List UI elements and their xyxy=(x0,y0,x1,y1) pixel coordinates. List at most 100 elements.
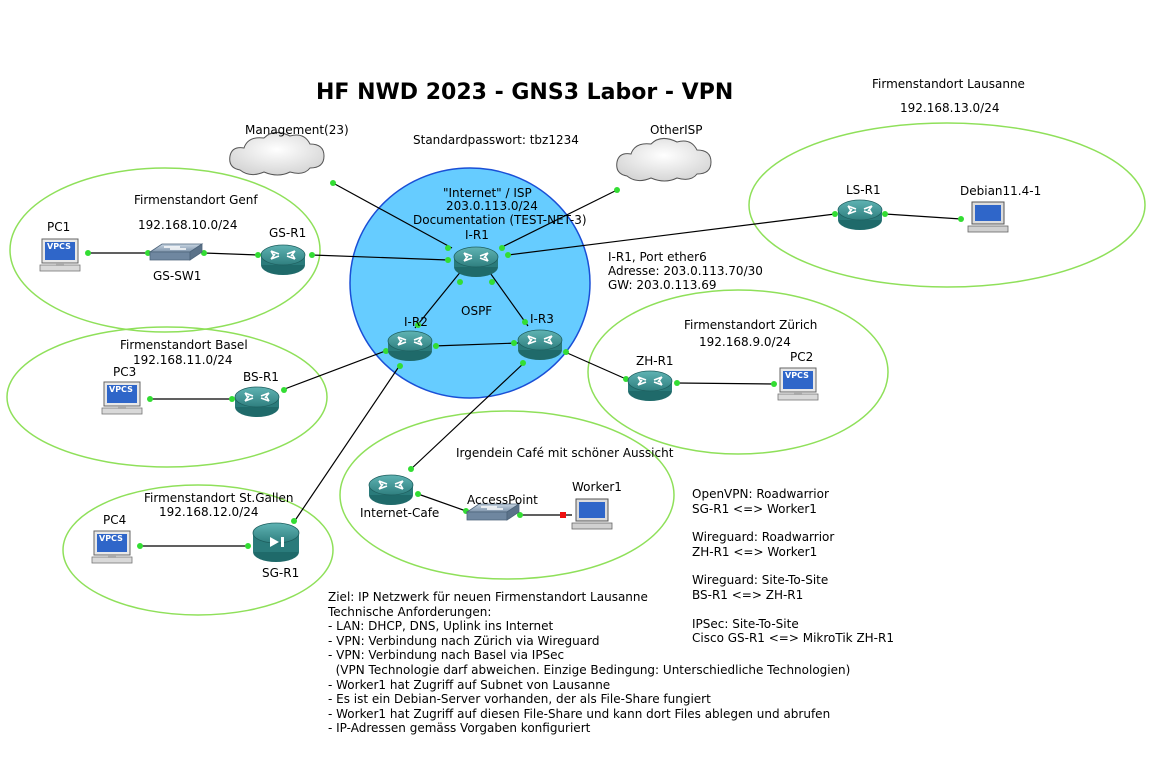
password-note: Standardpasswort: tbz1234 xyxy=(413,133,579,147)
link-ir3-zhr1 xyxy=(564,351,627,380)
lsr1-label: LS-R1 xyxy=(846,183,881,197)
link-ir1-ir3 xyxy=(487,269,529,327)
router-ir3-icon xyxy=(517,329,563,361)
ir1-port-line3: GW: 203.0.113.69 xyxy=(608,278,717,292)
link-ir2-ir3 xyxy=(432,342,519,347)
diagram-title: HF NWD 2023 - GNS3 Labor - VPN xyxy=(316,80,734,105)
router-sgr1-icon xyxy=(252,522,300,562)
pc2-vpcs-label: VPCS xyxy=(785,371,809,380)
link-ir3-cafe xyxy=(409,361,526,471)
site-basel-name: Firmenstandort Basel xyxy=(120,338,248,352)
link-cafe-ap xyxy=(417,493,467,512)
management-cloud-icon xyxy=(229,132,325,176)
switch-gssw1-icon xyxy=(149,243,203,261)
vpn-item-link: ZH-R1 <=> Worker1 xyxy=(692,544,818,559)
vpn-list: OpenVPN: Roadwarrior SG-R1 <=> Worker1 W… xyxy=(692,487,894,646)
router-ir1-icon xyxy=(453,246,499,278)
internet-label-line1: "Internet" / ISP xyxy=(443,186,532,200)
pc3-vpcs-label: VPCS xyxy=(109,385,133,394)
internet-label-line3: Documentation (TEST-NET-3) xyxy=(413,213,587,227)
router-internet-cafe-icon xyxy=(368,474,414,506)
port-down-indicator xyxy=(560,512,566,518)
requirements-line: - Worker1 hat Zugriff auf Subnet von Lau… xyxy=(328,677,611,692)
pc1-vpcs-label: VPCS xyxy=(47,242,71,251)
worker1-icon xyxy=(571,498,613,530)
ir1-port-line2: Adresse: 203.0.113.70/30 xyxy=(608,264,763,278)
link-ir1-gsr1 xyxy=(311,254,449,261)
link-ir1-lsr1 xyxy=(507,213,836,256)
requirements-line: - VPN: Verbindung nach Basel via IPSec xyxy=(328,648,565,663)
site-zuerich-name: Firmenstandort Zürich xyxy=(684,318,818,332)
ir1-port-line1: I-R1, Port ether6 xyxy=(608,250,707,264)
link-lsr1-debian xyxy=(884,213,962,220)
pc3-label: PC3 xyxy=(113,365,137,379)
link-zhr1-pc2 xyxy=(676,382,775,385)
site-genf-name: Firmenstandort Genf xyxy=(134,193,258,207)
link-ir2-bsr1 xyxy=(281,349,389,391)
link-ir2-sgr1 xyxy=(293,364,401,523)
site-genf-subnet: 192.168.10.0/24 xyxy=(138,218,238,232)
link-management-ir1 xyxy=(332,182,453,249)
site-stgallen-subnet: 192.168.12.0/24 xyxy=(159,505,259,519)
requirements-line: Technische Anforderungen: xyxy=(328,604,492,619)
router-bsr1-icon xyxy=(234,386,280,418)
gsr1-label: GS-R1 xyxy=(269,226,307,240)
pc2-label: PC2 xyxy=(790,350,814,364)
site-basel-area xyxy=(6,326,328,468)
site-genf-area xyxy=(9,167,321,333)
vpn-item-link: BS-R1 <=> ZH-R1 xyxy=(692,587,804,602)
links xyxy=(88,182,962,547)
otherisp-cloud-icon xyxy=(616,138,712,182)
requirements-line: - Worker1 hat Zugriff auf diesen File-Sh… xyxy=(328,706,831,721)
management-cloud-label: Management(23) xyxy=(245,123,349,137)
router-gsr1-icon xyxy=(260,244,306,276)
site-basel-subnet: 192.168.11.0/24 xyxy=(133,353,233,367)
requirements-line: (VPN Technologie darf abweichen. Einzige… xyxy=(328,662,851,677)
vpn-item-tech: IPSec: Site-To-Site xyxy=(692,616,799,631)
vpn-item-link: SG-R1 <=> Worker1 xyxy=(692,501,817,516)
debian-server-icon xyxy=(967,201,1009,233)
internet-label-line2: 203.0.113.0/24 xyxy=(446,199,538,213)
requirements-block: Ziel: IP Netzwerk für neuen Firmenstando… xyxy=(328,590,850,736)
ir3-label: I-R3 xyxy=(530,312,554,326)
router-ir2-icon xyxy=(387,330,433,362)
requirements-line: Ziel: IP Netzwerk für neuen Firmenstando… xyxy=(328,590,648,604)
site-lausanne-name: Firmenstandort Lausanne xyxy=(872,77,1025,91)
requirements-line: - IP-Adressen gemäss Vorgaben konfigurie… xyxy=(328,721,591,736)
pc4-label: PC4 xyxy=(103,513,127,527)
ir2-label: I-R2 xyxy=(404,315,428,329)
bsr1-label: BS-R1 xyxy=(243,370,279,384)
site-stgallen-area xyxy=(62,484,334,616)
router-lsr1-icon xyxy=(837,199,883,231)
vpn-item-link: Cisco GS-R1 <=> MikroTik ZH-R1 xyxy=(692,631,894,646)
pc1-label: PC1 xyxy=(47,220,71,234)
sgr1-label: SG-R1 xyxy=(262,566,300,580)
site-zuerich-subnet: 192.168.9.0/24 xyxy=(699,335,791,349)
debian-label: Debian11.4-1 xyxy=(960,184,1042,198)
port-dots xyxy=(85,180,964,549)
gssw1-label: GS-SW1 xyxy=(153,269,202,283)
requirements-line: - Es ist ein Debian-Server vorhanden, de… xyxy=(328,692,711,707)
ospf-label: OSPF xyxy=(461,304,493,318)
requirements-line: - LAN: DHCP, DNS, Uplink ins Internet xyxy=(328,619,554,634)
internet-cafe-label: Internet-Cafe xyxy=(360,506,440,520)
requirements-line: - VPN: Verbindung nach Zürich via Wiregu… xyxy=(328,633,600,648)
pc4-vpcs-label: VPCS xyxy=(99,534,123,543)
link-otherisp-ir1 xyxy=(499,189,618,249)
link-gsr1-gssw1 xyxy=(203,252,259,256)
site-cafe-area xyxy=(339,410,675,580)
vpn-item-tech: Wireguard: Site-To-Site xyxy=(692,573,829,588)
zhr1-label: ZH-R1 xyxy=(636,354,674,368)
site-cafe-name: Irgendein Café mit schöner Aussicht xyxy=(456,446,674,460)
ir1-label: I-R1 xyxy=(465,228,489,242)
router-zhr1-icon xyxy=(627,370,673,402)
worker1-label: Worker1 xyxy=(572,480,622,494)
site-lausanne-subnet: 192.168.13.0/24 xyxy=(900,101,1000,115)
vpn-item-tech: OpenVPN: Roadwarrior xyxy=(692,487,829,501)
site-lausanne-area xyxy=(748,122,1146,288)
accesspoint-label: AccessPoint xyxy=(467,493,538,507)
site-stgallen-name: Firmenstandort St.Gallen xyxy=(144,491,294,505)
link-ir1-ir2 xyxy=(414,269,463,329)
